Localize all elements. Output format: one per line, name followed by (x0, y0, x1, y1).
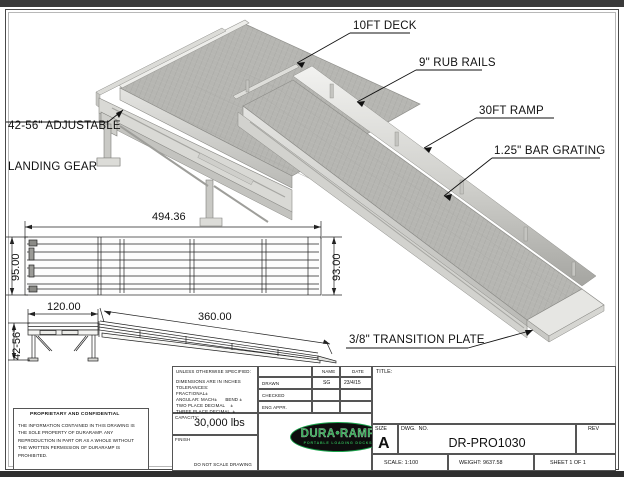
dwg-no-cell (398, 424, 576, 454)
dim-width-right (322, 236, 342, 296)
logo-oval-shape (290, 422, 386, 452)
title-label: TITLE: (376, 369, 393, 375)
size-value: A (378, 435, 390, 452)
isometric-ramp-view (95, 19, 605, 343)
ramp-assembly (232, 63, 605, 343)
capacity-value: 30,000 lbs (194, 417, 245, 429)
callout-1-25in-bar-grating: 1.25" BAR GRATING (494, 145, 606, 157)
sheet-value: SHEET 1 OF 1 (550, 460, 586, 466)
approval-col-name-label: NAME (322, 369, 336, 374)
title-block: UNLESS OTHERWISE SPECIFIED: DIMENSIONS A… (172, 366, 616, 471)
dim-label-overall-length: 494.36 (152, 211, 186, 223)
logo-brand-name: DURA•RAMP (300, 428, 376, 440)
landing-gear-right (199, 179, 223, 227)
dim-width-left (6, 236, 28, 296)
rev-cell (576, 424, 616, 454)
notes-line-2: TOLERANCES: (176, 385, 209, 390)
approval-col-date-header (340, 366, 372, 377)
dim-label-height-range: 42-56" (11, 327, 23, 360)
callout-adjustable-landing-gear-line2: LANDING GEAR (8, 160, 98, 173)
dim-label-deck-length: 120.00 (47, 301, 81, 313)
notes-line-1: DIMENSIONS ARE IN INCHES (176, 379, 241, 384)
dim-label-ramp-length: 360.00 (198, 311, 232, 323)
notes-line-3: FRACTIONAL± (176, 391, 208, 396)
proprietary-header: PROPRIETARY AND CONFIDENTIAL (30, 412, 120, 417)
screenshot-top-bar (0, 0, 624, 7)
dwg-no-value: DR-PRO1030 (448, 436, 526, 450)
screenshot-bottom-bar (0, 471, 624, 477)
capacity-box (172, 413, 258, 435)
approval-name-engappr (312, 401, 340, 413)
size-cell (372, 424, 398, 454)
approval-role-engappr (258, 401, 312, 413)
approval-role-drawn (258, 377, 312, 389)
approval-role-engappr-label: ENG APPR. (262, 405, 288, 410)
scale-cell (372, 454, 448, 471)
side-elevation-view (8, 307, 337, 364)
callout-adjustable-landing-gear-line1: 42-56" ADJUSTABLE (8, 120, 121, 132)
callout-leader-lines (6, 32, 600, 349)
approval-date-checked (340, 389, 372, 401)
approval-date-drawn-value: 23/4/15 (344, 380, 361, 386)
dim-ramp-length (99, 307, 333, 355)
logo-tagline: PORTABLE LOADING DOCKS (303, 441, 373, 445)
do-not-scale-note: DO NOT SCALE DRAWING (194, 462, 252, 467)
duraramp-logo: DURA•RAMP PORTABLE LOADING DOCKS (290, 422, 386, 452)
approval-role-checked-label: CHECKED (262, 393, 285, 398)
dim-label-width-right: 93.00 (331, 253, 343, 281)
plan-view (6, 221, 342, 296)
dim-height-range (8, 322, 30, 361)
dim-overall-length (24, 221, 322, 239)
dwg-no-label: DWG. NO. (401, 426, 429, 432)
weight-cell (448, 454, 534, 471)
notes-header: UNLESS OTHERWISE SPECIFIED: (176, 369, 251, 374)
rev-label: REV (588, 426, 600, 432)
dim-label-width-left: 95.00 (10, 253, 22, 281)
proprietary-box (13, 408, 149, 470)
callout-9in-rub-rails: 9" RUB RAILS (419, 57, 496, 69)
notes-box (172, 366, 258, 413)
title-cell (372, 366, 616, 424)
scale-value: SCALE: 1:100 (384, 460, 419, 466)
landing-gear-left (96, 111, 121, 167)
proprietary-body: THE INFORMATION CONTAINED IN THIS DRAWIN… (18, 423, 135, 458)
approval-name-checked (312, 389, 340, 401)
approval-name-drawn-value: SG (323, 380, 331, 386)
finish-box (172, 435, 258, 471)
approval-role-drawn-label: DRAWN (262, 381, 280, 386)
approval-col-name-header (312, 366, 340, 377)
finish-label: FINISH (175, 437, 191, 442)
dim-deck-length (27, 309, 99, 324)
notes-line-4: ANGULAR: MACH± BEND ± (176, 397, 243, 402)
callout-3-8in-transition-plate: 3/8" TRANSITION PLATE (349, 334, 485, 346)
callout-30ft-ramp: 30FT RAMP (479, 105, 544, 117)
approval-date-engappr (340, 401, 372, 413)
approval-name-drawn (312, 377, 340, 389)
approval-col-date-label: DATE (352, 369, 364, 374)
notes-line-6: THREE PLACE DECIMAL ± (176, 409, 236, 414)
callout-10ft-deck: 10FT DECK (353, 20, 417, 32)
capacity-label: CAPACITY: (175, 415, 199, 420)
approval-header-blank (258, 366, 312, 377)
sheet-cell (534, 454, 616, 471)
notes-line-5: TWO PLACE DECIMAL ± (176, 403, 234, 408)
size-label: SIZE (375, 426, 387, 432)
weight-value: WEIGHT: 9637.58 (459, 460, 503, 466)
approval-role-checked (258, 389, 312, 401)
approval-date-drawn (340, 377, 372, 389)
